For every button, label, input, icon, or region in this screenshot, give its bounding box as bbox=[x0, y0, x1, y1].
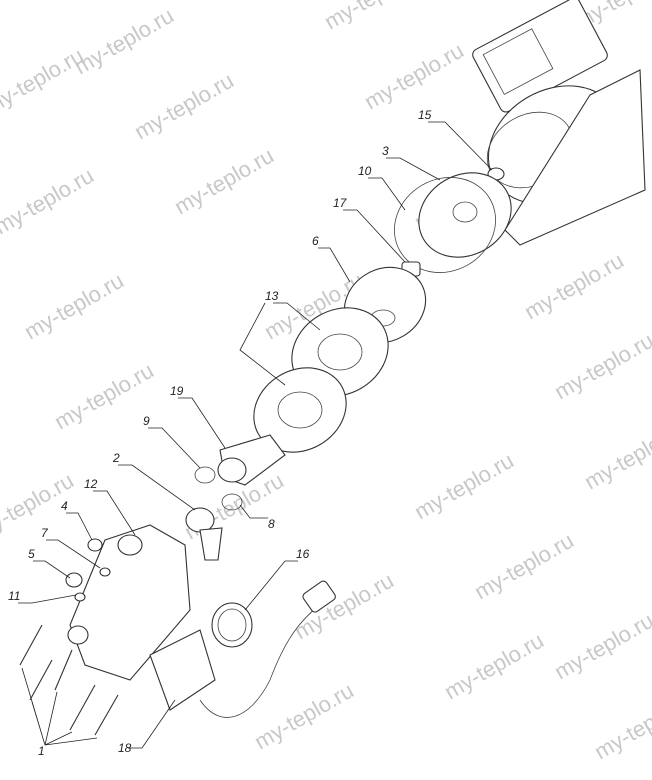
watermark-text: my-teplo.ru bbox=[550, 608, 652, 685]
callout-19: 19 bbox=[170, 384, 184, 398]
callout-16: 16 bbox=[296, 547, 310, 561]
callout-1: 1 bbox=[38, 744, 45, 758]
watermark-text: my-teplo.ru bbox=[0, 163, 98, 240]
callout-13: 13 bbox=[265, 289, 279, 303]
watermark-text: my-teplo.ru bbox=[290, 568, 398, 645]
part-10-oring bbox=[394, 177, 496, 273]
watermark-text: my-teplo.ru bbox=[170, 143, 278, 220]
watermark-text: my-teplo.ru bbox=[130, 68, 238, 145]
watermark-text: my-teplo.ru bbox=[580, 418, 652, 495]
callout-5: 5 bbox=[28, 547, 35, 561]
watermark-text: my-teplo.ru bbox=[410, 448, 518, 525]
callout-15: 15 bbox=[418, 108, 432, 122]
callout-7: 7 bbox=[41, 526, 49, 540]
callout-labels: 15 3 10 17 6 13 19 9 2 8 12 4 7 5 11 16 … bbox=[8, 108, 432, 758]
callout-4: 4 bbox=[61, 499, 68, 513]
callout-11: 11 bbox=[8, 589, 20, 603]
watermark-text: my-teplo.ru bbox=[50, 358, 158, 435]
part-16-gauge bbox=[211, 602, 253, 648]
part-18-switch-and-cable bbox=[149, 580, 336, 718]
part-12-housing bbox=[67, 524, 191, 681]
leader-lines bbox=[18, 121, 493, 749]
watermark-text: my-teplo.ru bbox=[360, 38, 468, 115]
part-2-nozzle bbox=[185, 507, 223, 561]
watermark-text: my-teplo.ru bbox=[20, 268, 128, 345]
watermark-text: my-teplo.ru bbox=[550, 328, 652, 405]
callout-12: 12 bbox=[84, 477, 98, 491]
watermark-text: my-teplo.ru bbox=[250, 678, 358, 755]
motor bbox=[472, 0, 646, 246]
callout-9: 9 bbox=[143, 414, 150, 428]
parts-4-7-5-11-plugs bbox=[65, 538, 111, 602]
part-9-oring bbox=[194, 466, 216, 484]
watermark-text: my-teplo.ru bbox=[470, 528, 578, 605]
watermark-text: my-teplo.ru bbox=[520, 248, 628, 325]
watermark-text: my-teplo.ru bbox=[320, 0, 428, 34]
part-8-oring bbox=[221, 493, 243, 511]
watermark-text: my-teplo.ru bbox=[590, 688, 652, 765]
callout-3: 3 bbox=[382, 144, 389, 158]
callout-8: 8 bbox=[268, 517, 275, 531]
part-1-bolts bbox=[19, 624, 119, 736]
callout-17: 17 bbox=[333, 196, 348, 210]
callout-18: 18 bbox=[118, 741, 132, 755]
watermark-text: my-teplo.ru bbox=[0, 43, 88, 120]
watermark-text: my-teplo.ru bbox=[70, 3, 178, 80]
callout-10: 10 bbox=[358, 164, 372, 178]
part-13-impellers bbox=[253, 307, 389, 453]
part-19-diffuser bbox=[217, 434, 286, 486]
watermark-text: my-teplo.ru bbox=[440, 628, 548, 705]
callout-2: 2 bbox=[112, 451, 120, 465]
callout-6: 6 bbox=[312, 234, 319, 248]
